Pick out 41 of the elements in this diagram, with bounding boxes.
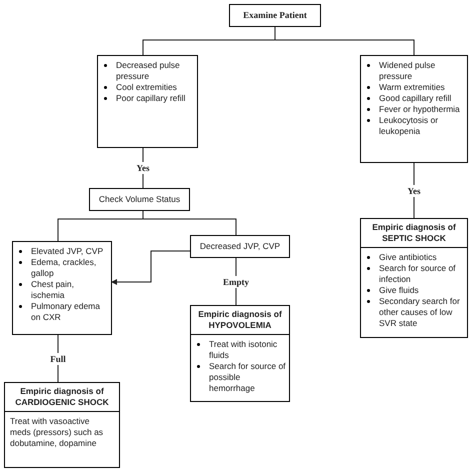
- arrow: [111, 250, 190, 285]
- bullet-text: Pulmonary edema on CXR: [31, 301, 101, 323]
- bullet-text: Give antibiotics: [379, 252, 437, 263]
- findings-box: [190, 235, 290, 258]
- edge-label: Full: [49, 352, 67, 364]
- treatment-text: Treat with vasoactive meds (pressors) such as dobutamine, dopamine: [9, 416, 104, 449]
- bullet-text: Secondary search for other causes of low SVR state: [379, 296, 461, 329]
- findings-box: [360, 55, 468, 163]
- edge-label: Yes: [406, 184, 422, 196]
- bullet-text: Search for source of infection: [379, 263, 457, 285]
- diagnosis-box: [360, 218, 468, 338]
- bullet-text: Widened pulse pressure: [379, 60, 436, 82]
- start-box: [229, 4, 321, 27]
- edge-label: Empty: [222, 276, 250, 288]
- diagnosis-box: [190, 305, 290, 402]
- bullet-text: Poor capillary refill: [116, 93, 186, 104]
- bullet-text: Chest pain, ischemia: [31, 279, 75, 301]
- edge-label: Yes: [136, 162, 150, 174]
- bullet-text: Search for source of possible hemorrhage: [209, 361, 287, 394]
- bullet-text: Cool extremities: [116, 82, 177, 93]
- bullet-text: Decreased pulse pressure: [116, 60, 181, 82]
- bullet-text: Elevated JVP, CVP: [31, 246, 104, 257]
- diagnosis-box: [4, 382, 120, 468]
- bullet-text: Leukocytosis or leukopenia: [379, 115, 440, 137]
- diagnosis-heading: Empiric diagnosis of HYPOVOLEMIA: [191, 306, 289, 335]
- bullet-text: Warm extremities: [379, 82, 445, 93]
- findings-box: [97, 55, 198, 148]
- node-title: Examine Patient: [243, 10, 307, 21]
- findings-box: [12, 241, 112, 335]
- bullet-text: Fever or hypothermia: [379, 104, 460, 115]
- bullet-text: Edema, crackles, gallop: [31, 257, 98, 279]
- bullet-text: Treat with isotonic fluids: [209, 339, 278, 361]
- connector-line: [142, 210, 236, 236]
- connector-line: [274, 26, 414, 56]
- node-label: Check Volume Status: [98, 194, 180, 205]
- bullet-text: Good capillary refill: [379, 93, 452, 104]
- process-box: [89, 188, 190, 211]
- diagnosis-heading: Empiric diagnosis of CARDIOGENIC SHOCK: [5, 383, 119, 412]
- node-label: Decreased JVP, CVP: [200, 241, 280, 252]
- bullet-text: Give fluids: [379, 285, 419, 296]
- diagnosis-heading: Empiric diagnosis of SEPTIC SHOCK: [361, 219, 467, 248]
